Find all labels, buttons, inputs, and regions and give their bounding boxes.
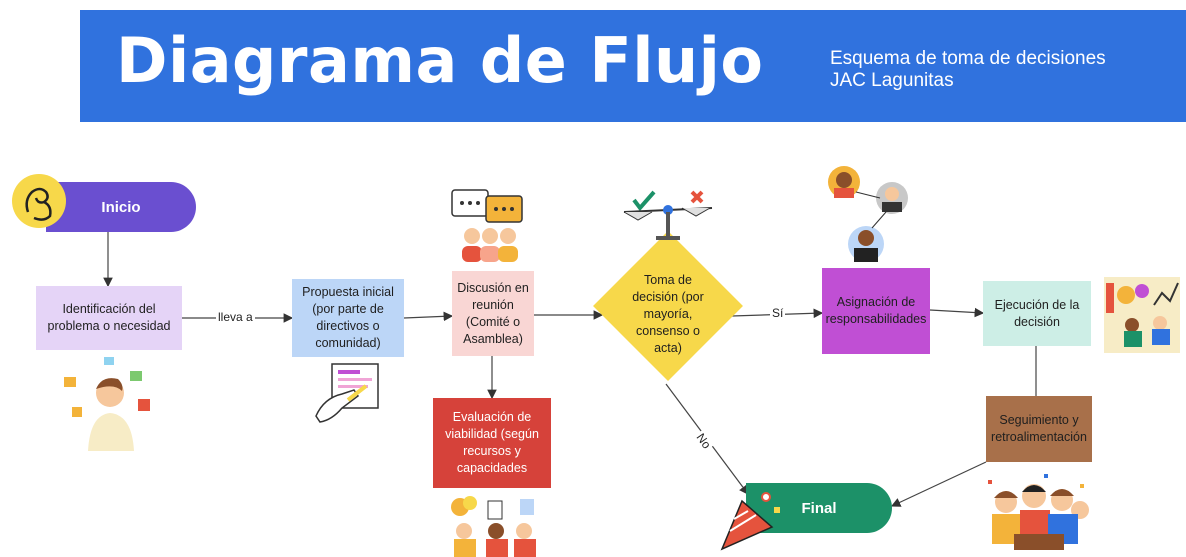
thinking-person-icon: [64, 357, 150, 451]
team-people-icon: [828, 166, 908, 262]
node-decision: Toma de decisión (por mayoría, consenso …: [632, 272, 704, 355]
handshake-team-icon: [451, 496, 536, 557]
subtitle-line-1: Esquema de toma de decisiones: [830, 48, 1106, 69]
edge-label-si: Sí: [770, 306, 786, 320]
subtitle-line-2: JAC Lagunitas: [830, 70, 954, 91]
node-inicio: Inicio: [46, 182, 196, 232]
node-identificacion: Identificación del problema o necesidad: [36, 286, 182, 350]
node-discusion: Discusión en reunión (Comité o Asamblea): [452, 271, 534, 356]
node-seguimiento: Seguimiento y retroalimentación: [986, 396, 1092, 462]
node-evaluacion: Evaluación de viabilidad (según recursos…: [433, 398, 551, 488]
page-subtitle: Esquema de toma de decisiones JAC Laguni…: [830, 48, 1106, 92]
chat-group-icon: [451, 189, 523, 262]
work-collage-icon: [1104, 277, 1180, 353]
celebration-group-icon: [988, 474, 1089, 550]
ok-hand-icon: [12, 174, 66, 228]
node-asignacion: Asignación de responsabilidades: [822, 268, 930, 354]
edge-asignacion-ejecucion: [929, 307, 985, 318]
node-propuesta: Propuesta inicial (por parte de directiv…: [292, 279, 404, 357]
writing-hand-icon: [315, 363, 379, 423]
page-title: Diagrama de Flujo: [116, 24, 764, 97]
edge-seguimiento-final: [890, 461, 987, 507]
node-ejecucion: Ejecución de la decisión: [983, 281, 1091, 346]
edge-propuesta-discusion: [403, 311, 454, 322]
header-banner: Diagrama de Flujo Esquema de toma de dec…: [80, 10, 1186, 122]
edge-label-lleva-a: lleva a: [216, 310, 255, 324]
balance-scale-icon: [623, 190, 713, 240]
party-popper-icon: [720, 492, 780, 551]
